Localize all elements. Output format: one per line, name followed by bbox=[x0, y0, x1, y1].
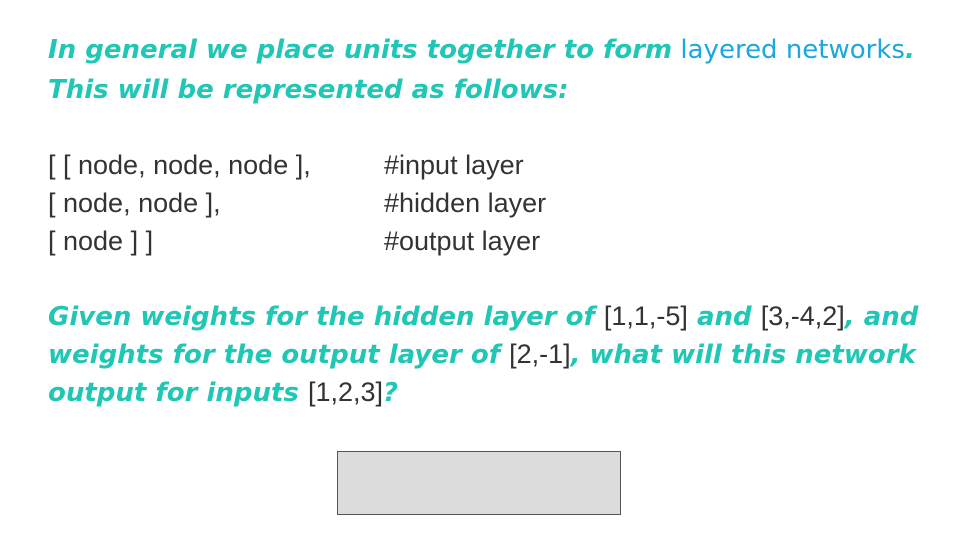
answer-box[interactable] bbox=[337, 451, 621, 515]
structure-row-output: [ node ] ] #output layer bbox=[48, 222, 748, 260]
input-values: [1,2,3] bbox=[307, 377, 384, 407]
structure-code-output: [ node ] ] bbox=[48, 226, 154, 256]
intro-term-layered-networks: layered networks bbox=[672, 35, 905, 65]
hidden-weights-1: [1,1,-5] bbox=[603, 301, 688, 331]
question-paragraph: Given weights for the hidden layer of [1… bbox=[48, 298, 928, 412]
structure-code-hidden: [ node, node ], bbox=[48, 188, 221, 218]
structure-comment-output: #output layer bbox=[384, 226, 541, 256]
structure-comment-input: #input layer bbox=[384, 150, 524, 180]
question-text-2: and bbox=[687, 302, 761, 332]
question-text-4: , what will this network output for inpu… bbox=[48, 340, 916, 408]
network-structure: [ [ node, node, node ], #input layer [ n… bbox=[48, 146, 748, 260]
question-mark: ? bbox=[383, 378, 399, 408]
output-weights: [2,-1] bbox=[509, 339, 571, 369]
intro-text-1: In general we place units together to fo… bbox=[48, 35, 673, 65]
question-text-3: , and weights for the output layer of bbox=[48, 302, 919, 370]
structure-row-hidden: [ node, node ], #hidden layer bbox=[48, 184, 748, 222]
question-text-1: Given weights for the hidden layer of bbox=[48, 302, 604, 332]
intro-paragraph: In general we place units together to fo… bbox=[48, 30, 928, 110]
intro-text-2: . This will be represented as follows: bbox=[48, 35, 915, 105]
structure-row-input: [ [ node, node, node ], #input layer bbox=[48, 146, 748, 184]
structure-comment-hidden: #hidden layer bbox=[384, 188, 547, 218]
structure-code-input: [ [ node, node, node ], bbox=[48, 150, 311, 180]
hidden-weights-2: [3,-4,2] bbox=[760, 301, 845, 331]
